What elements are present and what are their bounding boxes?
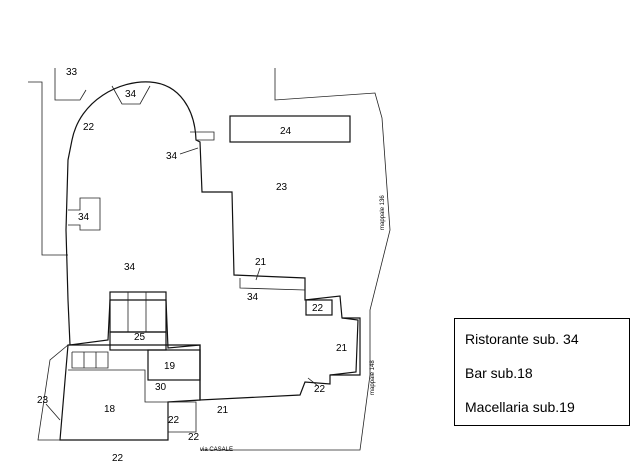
mappale-148-label: mappale 148 xyxy=(370,360,376,395)
label-21-bottom: 21 xyxy=(217,405,229,416)
mappale-136-label: mappale 136 xyxy=(380,195,386,230)
legend-item-butcher: Macellaria sub.19 xyxy=(465,399,575,415)
label-33: 33 xyxy=(66,67,78,78)
label-23-right: 23 xyxy=(276,182,288,193)
corridor-21 xyxy=(239,278,306,291)
legend-item-restaurant: Ristorante sub. 34 xyxy=(465,331,579,347)
label-22-box: 22 xyxy=(312,303,324,314)
label-34-corridor: 34 xyxy=(247,292,259,303)
room-22-lower xyxy=(168,401,197,433)
top-notch xyxy=(190,131,215,141)
label-30: 30 xyxy=(155,382,167,393)
leader-21 xyxy=(255,267,261,281)
label-22-mid: 22 xyxy=(168,415,180,426)
neighbour-boundary xyxy=(28,81,68,256)
label-22-top: 22 xyxy=(83,122,95,133)
neighbour-boundary-top xyxy=(54,68,87,101)
stair-block xyxy=(109,291,167,333)
label-34-arrow: 34 xyxy=(166,151,178,162)
label-34-left: 34 xyxy=(78,212,90,223)
room-21-right xyxy=(330,317,361,376)
label-22-lower: 22 xyxy=(188,432,200,443)
room-24 xyxy=(229,115,351,143)
label-18: 18 xyxy=(104,404,116,415)
label-25: 25 xyxy=(134,332,146,343)
room-25 xyxy=(109,331,167,351)
room-22-box xyxy=(305,299,333,316)
leader-22-right xyxy=(307,377,319,387)
legend-box: Ristorante sub. 34 Bar sub.18 Macellaria… xyxy=(454,318,630,426)
right-boundary xyxy=(200,68,391,451)
leader-23-left xyxy=(45,403,61,421)
room-18-wall xyxy=(68,369,168,403)
rotunda-detail xyxy=(111,85,151,105)
legend-item-bar: Bar sub.18 xyxy=(465,365,533,381)
label-22-right: 22 xyxy=(314,384,326,395)
label-21-a: 21 xyxy=(255,257,267,268)
label-21-right: 21 xyxy=(336,343,348,354)
restaurant-outline xyxy=(65,81,359,401)
left-street xyxy=(37,344,69,441)
label-34-top: 34 xyxy=(125,89,137,100)
street-label: via CASALE xyxy=(200,447,233,453)
label-23-left: 23 xyxy=(37,395,49,406)
label-22-bottom: 22 xyxy=(112,453,124,464)
label-19: 19 xyxy=(164,361,176,372)
room-19 xyxy=(147,349,201,381)
stair-small xyxy=(71,351,109,369)
leader-34 xyxy=(179,147,199,155)
label-34-main: 34 xyxy=(124,262,136,273)
left-bump xyxy=(68,197,101,231)
label-24: 24 xyxy=(280,126,292,137)
